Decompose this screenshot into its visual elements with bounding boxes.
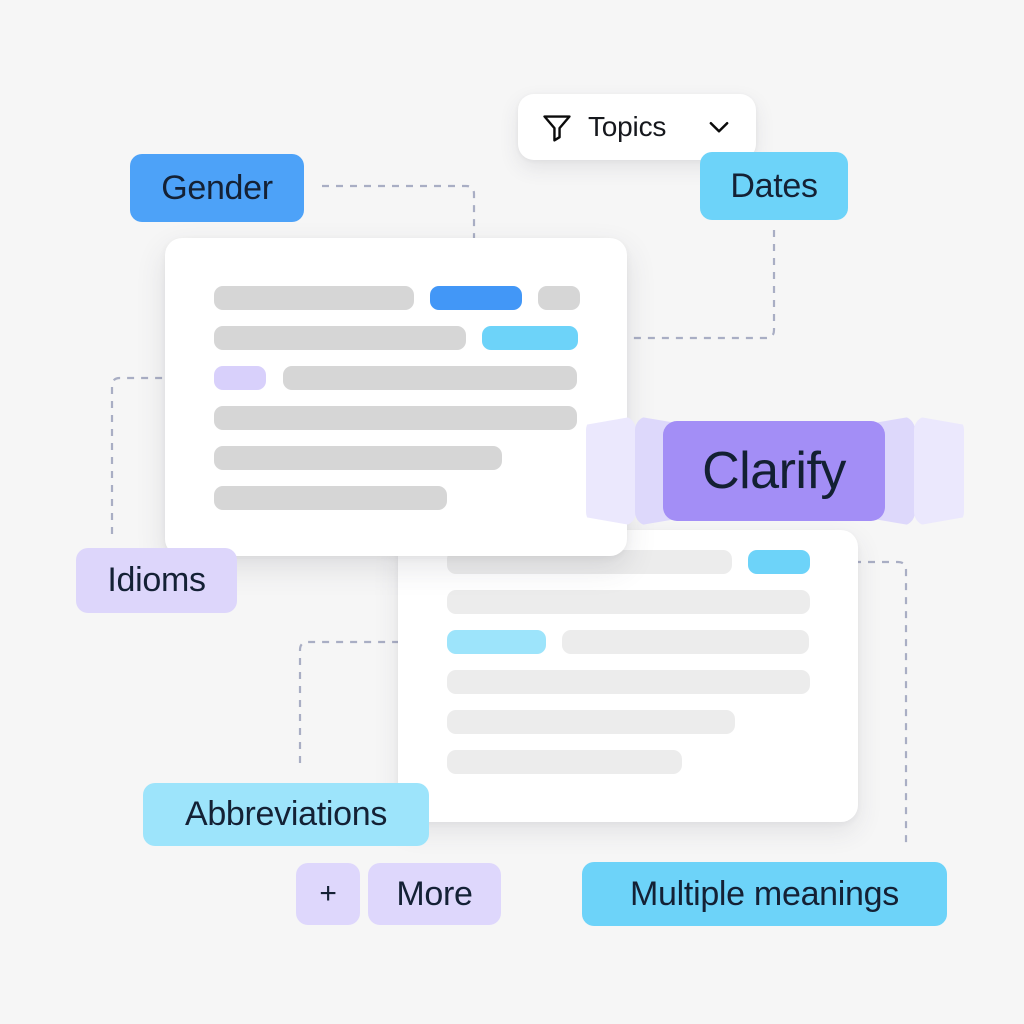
skeleton-row: [214, 286, 627, 310]
skeleton-row: [447, 590, 858, 614]
chevron-down-icon[interactable]: [704, 112, 734, 142]
funnel-icon: [540, 110, 574, 144]
skeleton-row: [447, 670, 858, 694]
skeleton-bar-highlight-idioms[interactable]: [214, 366, 266, 390]
clarify-ghost-outer-left: [586, 416, 636, 526]
skeleton-bar: [538, 286, 580, 310]
skeleton-bar: [214, 286, 414, 310]
document-card[interactable]: [165, 238, 627, 556]
skeleton-row: [214, 446, 627, 470]
tag-chip-clarify[interactable]: Clarify: [663, 421, 885, 521]
tag-chip-dates[interactable]: Dates: [700, 152, 848, 220]
skeleton-bar-highlight-abbrev[interactable]: [447, 630, 546, 654]
topics-filter-label: Topics: [588, 111, 667, 142]
skeleton-bar: [562, 630, 809, 654]
skeleton-row: [447, 710, 858, 734]
skeleton-row: [214, 406, 627, 430]
skeleton-bar: [214, 326, 466, 350]
skeleton-row: [214, 486, 627, 510]
tag-chip-multiple-meanings[interactable]: Multiple meanings: [582, 862, 947, 926]
skeleton-bar: [447, 710, 735, 734]
skeleton-row: [214, 326, 627, 350]
clarify-pulse-group: Clarify: [586, 416, 964, 526]
skeleton-bar: [214, 406, 577, 430]
skeleton-bar: [283, 366, 577, 390]
document-card[interactable]: [398, 530, 858, 822]
skeleton-bar: [214, 446, 502, 470]
skeleton-bar: [447, 590, 810, 614]
skeleton-bar-highlight-dates[interactable]: [482, 326, 578, 350]
skeleton-row: [447, 750, 858, 774]
skeleton-bar-highlight-dates[interactable]: [748, 550, 810, 574]
skeleton-row: [214, 366, 627, 390]
skeleton-bar-highlight-gender[interactable]: [430, 286, 522, 310]
skeleton-bar: [447, 750, 682, 774]
skeleton-bar: [214, 486, 447, 510]
tag-chip-add[interactable]: +: [296, 863, 360, 925]
document-skeleton-rows: [398, 530, 858, 774]
clarify-ghost-outer-right: [914, 416, 964, 526]
tag-chip-gender[interactable]: Gender: [130, 154, 304, 222]
tag-chip-abbreviations[interactable]: Abbreviations: [143, 783, 429, 846]
tag-chip-more[interactable]: More: [368, 863, 501, 925]
document-skeleton-rows: [165, 238, 627, 510]
skeleton-row: [447, 630, 858, 654]
tag-chip-idioms[interactable]: Idioms: [76, 548, 237, 613]
topics-filter-button[interactable]: Topics: [518, 94, 756, 160]
skeleton-bar: [447, 670, 810, 694]
